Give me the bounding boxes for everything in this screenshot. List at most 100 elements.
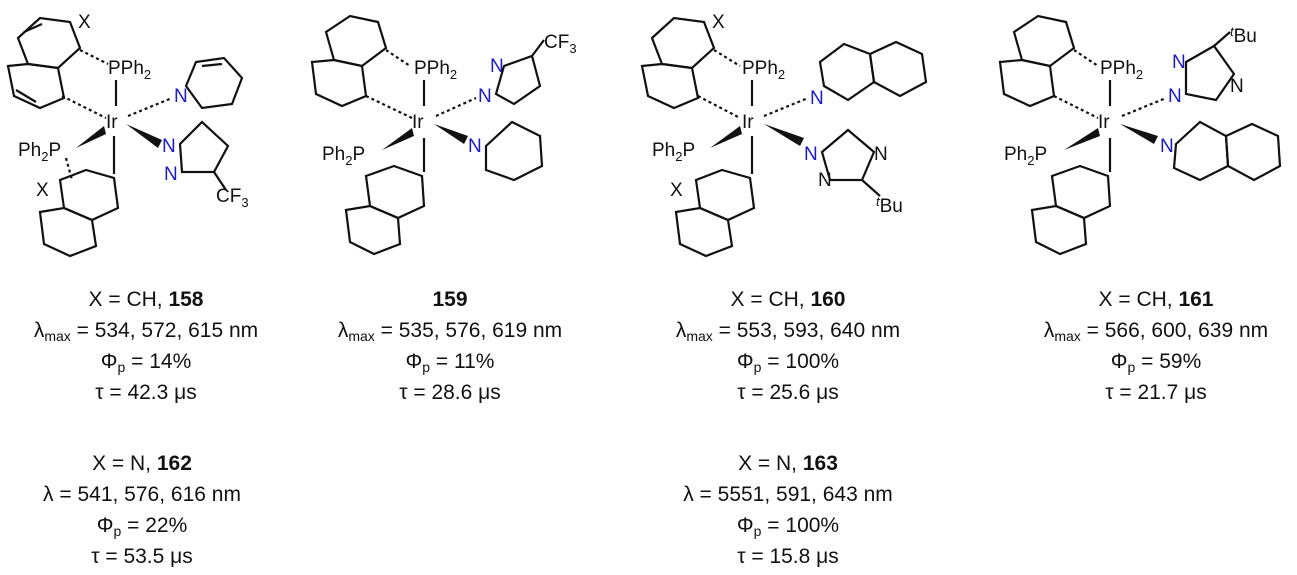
iridium-label: Ir	[742, 112, 754, 133]
n-triazole-3: N	[818, 170, 832, 191]
cf3-label: CF3	[544, 32, 577, 56]
n-triazole-1: N	[804, 144, 818, 165]
atom-x-top: X	[712, 12, 725, 33]
lambda-line: λmax = 535, 576, 619 nm	[337, 319, 563, 344]
iridium-label: Ir	[106, 112, 118, 133]
naphthyl-ring-top-inner	[310, 58, 368, 108]
isoquinoline-ring-2	[868, 40, 928, 98]
compound-number: 162	[156, 452, 192, 475]
naphthyl-ring-bottom-2	[674, 206, 734, 258]
naphthyl-ring-bottom-2	[1030, 204, 1088, 256]
n-pyrazole-2: N	[164, 164, 178, 185]
n-triazole-1: N	[1168, 86, 1182, 107]
structure-160-163: X PPh2 Ir N N N N tBu Ph2P X	[640, 12, 928, 258]
phi-line: Φp = 14%	[100, 350, 192, 375]
phi-line: Φp = 100%	[736, 514, 840, 539]
naphthyl-ring-top-outer	[1012, 14, 1076, 68]
n-pyridine: N	[174, 86, 188, 107]
bond-p-ir-wedge	[76, 126, 106, 148]
bond-naph-ir	[1053, 95, 1099, 119]
pph2-top: PPh2	[742, 58, 785, 82]
bond-triazole-tbu	[861, 179, 881, 197]
pyridine-ring	[184, 56, 244, 110]
lambda-line: λ = 5551, 591, 643 nm	[683, 483, 893, 506]
structure-158-162: X PPh2 Ir N N N CF3 Ph2P X	[6, 12, 249, 258]
bond-peri-p	[385, 49, 411, 67]
bond-ir-n-pyridine	[127, 96, 173, 118]
lambda-line: λmax = 566, 600, 639 nm	[1043, 319, 1269, 344]
naphthyl-ring-bottom-1	[364, 164, 426, 220]
bond-peri-p	[1073, 49, 1099, 67]
caption-160: X = CH, 160 λmax = 553, 593, 640 nm Φp =…	[638, 284, 938, 408]
naphthyl-ring-bottom-1	[694, 168, 756, 222]
tbu-label: tBu	[1230, 24, 1257, 47]
n-pyrazole-1: N	[162, 136, 176, 157]
tau-line: τ = 21.7 μs	[1105, 381, 1207, 404]
atom-x-top: X	[78, 12, 91, 33]
label-line: X = N, 163	[738, 452, 838, 475]
naphthyl-ring-top-outer	[324, 14, 388, 68]
label-line: X = CH, 158	[88, 288, 204, 311]
phi-line: Φp = 59%	[1110, 350, 1202, 375]
n-isoquinoline: N	[810, 88, 824, 109]
compound-number: 160	[810, 288, 846, 311]
iridium-label: Ir	[1098, 112, 1110, 133]
atom-x-bottom: X	[670, 180, 683, 201]
caption-163: X = N, 163 λ = 5551, 591, 643 nm Φp = 10…	[638, 448, 938, 572]
pyridine-inner-bond	[201, 62, 223, 68]
ph2p-bottom: Ph2P	[1004, 144, 1047, 168]
label-line: 159	[300, 284, 600, 315]
caption-158: X = CH, 158 λmax = 534, 572, 615 nm Φp =…	[0, 284, 296, 408]
ph2p-bottom: Ph2P	[322, 144, 365, 168]
n-triazole-2: N	[874, 144, 888, 165]
bond-ir-n-pyrazole	[435, 96, 477, 118]
naphthyl-ring-bottom-1	[1050, 164, 1112, 220]
structure-159: PPh2 Ir N N CF3 N Ph2P	[310, 14, 577, 256]
bond-triazole-tbu	[1213, 31, 1231, 47]
naphthyl-ring-bottom-2	[344, 204, 402, 256]
compound-number: 159	[432, 288, 468, 311]
n-pyridine: N	[468, 136, 482, 157]
iridium-label: Ir	[412, 112, 424, 133]
triazole-ring	[820, 128, 876, 182]
n-triazole-2: N	[1172, 52, 1186, 73]
bond-ir-n-triazole	[1121, 96, 1167, 118]
naphthyl-ring-bottom-1	[58, 168, 120, 222]
phi-line: Φp = 11%	[405, 350, 495, 375]
bond-naph-ir-top	[61, 95, 107, 119]
bond-naph-ir-top	[697, 95, 741, 119]
bond-pyrazole-cf3	[531, 39, 545, 57]
tau-line: τ = 42.3 μs	[95, 381, 197, 404]
compound-number: 161	[1178, 288, 1214, 311]
compound-number: 163	[802, 452, 838, 475]
cf3-label-1: CF3	[216, 186, 249, 210]
tau-line: τ = 28.6 μs	[399, 381, 501, 404]
n-isoquinoline: N	[1160, 136, 1174, 157]
bond-p-ir-wedge	[1064, 128, 1100, 150]
phi-line: Φp = 22%	[96, 514, 188, 539]
tau-line: τ = 25.6 μs	[737, 381, 839, 404]
caption-159: 159 λmax = 535, 576, 619 nm Φp = 11% τ =…	[300, 284, 600, 408]
naphthyl-ring-top-inner	[998, 58, 1056, 108]
tbu-label: tBu	[876, 194, 903, 217]
naphthyl-ring-top-outer	[650, 16, 716, 70]
bond-peri-p-top	[79, 49, 109, 65]
pph2-top: PPh2	[1100, 58, 1143, 82]
isoquinoline-ring-1	[818, 42, 876, 102]
compound-number: 158	[168, 288, 204, 311]
caption-161: X = CH, 161 λmax = 566, 600, 639 nm Φp =…	[1006, 284, 1297, 408]
caption-162: X = N, 162 λ = 541, 576, 616 nm Φp = 22%…	[0, 448, 292, 572]
tau-line: τ = 53.5 μs	[91, 545, 193, 568]
ph2p-bottom: Ph2P	[18, 140, 61, 164]
phi-line: Φp = 100%	[736, 350, 840, 375]
lambda-line: λmax = 534, 572, 615 nm	[33, 319, 259, 344]
n-triazole-3: N	[1230, 76, 1244, 97]
naphthyl-bond-top-inner2	[15, 89, 37, 103]
bond-pyrazole-cf3	[213, 171, 227, 191]
naphthyl-ring-top-inner	[640, 62, 700, 110]
structure-161: PPh2 Ir N N N tBu N Ph2P	[998, 14, 1282, 256]
bond-ir-n-isoquinoline	[763, 96, 809, 118]
pph2-top: PPh2	[108, 58, 151, 82]
bond-p-ir-wedge	[710, 126, 742, 148]
n-pyrazole-1: N	[478, 86, 492, 107]
